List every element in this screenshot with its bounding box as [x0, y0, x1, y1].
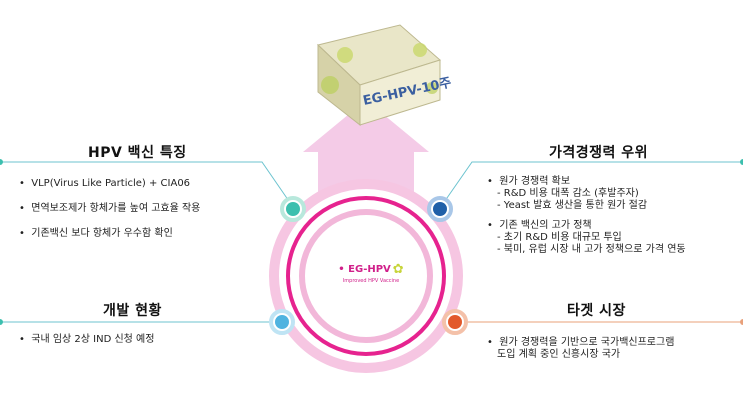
development-title: 개발 현황: [103, 303, 162, 319]
list-item: • 면역보조제가 항체가를 높여 고효율 작용: [19, 203, 201, 214]
target-title: 타겟 시장: [567, 303, 626, 319]
leaf-icon: ✿: [392, 262, 404, 277]
list-item: • 원가 경쟁력을 기반으로 국가백신프로그램 도입 계획 중인 신흥시장 국가: [487, 337, 675, 360]
connector-features: [0, 161, 294, 208]
list-item: • VLP(Virus Like Particle) + CIA06: [19, 178, 191, 189]
list-item: • 국내 임상 2상 IND 신청 예정: [19, 334, 155, 345]
product-box-image: EG-HPV-10주: [316, 24, 453, 127]
features-list: • VLP(Virus Like Particle) + CIA06 • 면역보…: [19, 178, 200, 253]
target-list: • 원가 경쟁력을 기반으로 국가백신프로그램 도입 계획 중인 신흥시장 국가: [487, 337, 674, 374]
list-item: • 원가 경쟁력 확보 - R&D 비용 대폭 감소 (후발주자) - Yeas…: [487, 176, 648, 211]
price-title: 가격경쟁력 우위: [549, 145, 649, 161]
brand-name: • EG-HPV: [338, 264, 391, 275]
inner-ring: [299, 209, 433, 343]
connector-price: [439, 161, 743, 209]
development-list: • 국내 임상 2상 IND 신청 예정: [19, 334, 154, 359]
brand-tagline: Improved HPV Vaccine: [342, 278, 400, 284]
list-item: • 기존 백신의 고가 정책 - 초기 R&D 비용 대규모 투입 - 북미, …: [487, 220, 686, 255]
features-title: HPV 백신 특징: [88, 145, 187, 161]
price-list: • 원가 경쟁력 확보 - R&D 비용 대폭 감소 (후발주자) - Yeas…: [487, 176, 686, 269]
center-logo: • EG-HPV ✿ Improved HPV Vaccine: [326, 262, 416, 284]
list-item: • 기존백신 보다 항체가 우수함 확인: [19, 228, 173, 239]
